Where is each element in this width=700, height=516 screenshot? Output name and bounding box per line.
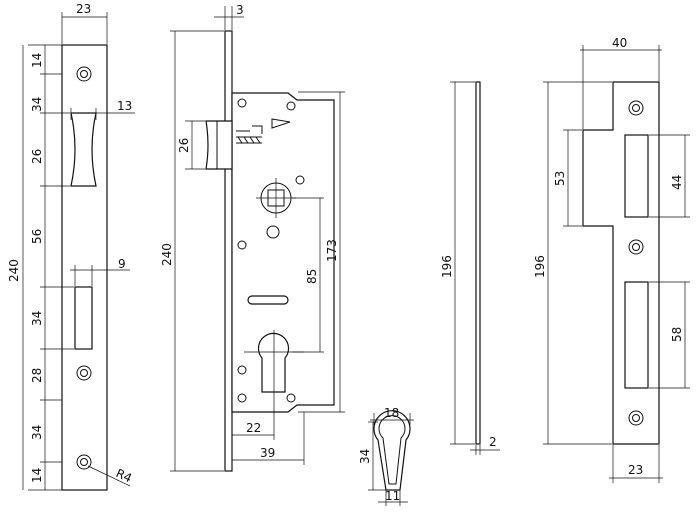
- latch-height-label: 26: [177, 138, 191, 153]
- screw-hole: [80, 70, 88, 78]
- body-height-label: 173: [325, 239, 339, 262]
- cylinder-profile-view: 18 34 11: [358, 406, 414, 506]
- segment-label-2: 34: [30, 97, 44, 112]
- faceplate-view: 23 240 14 34 26 56 34 28 34 14 13: [7, 2, 135, 491]
- screw-hole: [80, 369, 88, 377]
- segment-label-3: 26: [30, 149, 44, 164]
- plate-thickness-label: 3: [236, 3, 244, 17]
- segment-ticks: [40, 73, 74, 463]
- backset-inner-label: 22: [246, 421, 261, 435]
- segment-label-4: 56: [30, 229, 44, 244]
- segment-label-5: 34: [30, 311, 44, 326]
- segment-label-8: 14: [30, 468, 44, 483]
- strike-width-label: 23: [628, 463, 643, 477]
- upper-offset-label: 53: [553, 171, 567, 186]
- backset-total-label: 39: [260, 446, 275, 460]
- bolt-width-label: 9: [118, 257, 126, 271]
- body-screw: [237, 240, 247, 250]
- body-screw: [286, 101, 296, 111]
- body-screw: [286, 393, 296, 403]
- latch-bolt: [205, 120, 233, 170]
- strike-height-label: 196: [533, 255, 547, 278]
- faceplate-height-label: 240: [7, 259, 21, 282]
- spindle-distance-label: 85: [305, 269, 319, 284]
- strike-screw: [632, 414, 640, 422]
- strip-thickness-label: 2: [489, 435, 497, 449]
- lock-body-view: 3 240 26 173 85 22 39: [160, 3, 345, 472]
- slot: [247, 295, 289, 305]
- segment-label-6: 28: [30, 368, 44, 383]
- cylinder-height-label: 34: [358, 449, 372, 464]
- strike-top-width-label: 40: [612, 36, 627, 50]
- screw-hole: [80, 458, 88, 466]
- small-hole: [266, 225, 280, 239]
- upper-opening-label: 44: [670, 175, 684, 190]
- strike-plate-view: 40 196 53 44 58 23: [533, 36, 690, 483]
- lower-opening: [624, 281, 649, 389]
- cylinder-cutout: [257, 332, 290, 393]
- strip-height-label: 196: [440, 255, 454, 278]
- cylinder-profile: [373, 410, 411, 491]
- upper-opening: [624, 134, 649, 218]
- segment-label-7: 34: [30, 425, 44, 440]
- latch-opening: [70, 112, 97, 187]
- latch-width-label: 13: [117, 99, 132, 113]
- strike-screw: [632, 243, 640, 251]
- side-strip: [475, 81, 481, 445]
- lock-case: [231, 92, 335, 413]
- body-screw: [295, 175, 305, 185]
- body-screw: [237, 365, 247, 375]
- body-screw: [237, 393, 247, 403]
- cylinder-bottom-width-label: 11: [385, 489, 400, 503]
- strike-screw: [632, 104, 640, 112]
- segment-label-1: 14: [30, 53, 44, 68]
- body-screw: [237, 98, 247, 108]
- radius-label: R4: [114, 466, 134, 485]
- lower-opening-label: 58: [670, 327, 684, 342]
- lock-height-label: 240: [160, 243, 174, 266]
- arrow-marker: [271, 118, 291, 129]
- faceplate-outline: [61, 44, 108, 491]
- faceplate-width-label: 23: [76, 2, 91, 16]
- cylinder-top-width-label: 18: [384, 406, 399, 420]
- lock-faceplate: [224, 30, 233, 472]
- bolt-opening: [74, 286, 93, 350]
- latch-spring: [236, 136, 262, 144]
- side-strip-view: 196 2: [440, 81, 500, 455]
